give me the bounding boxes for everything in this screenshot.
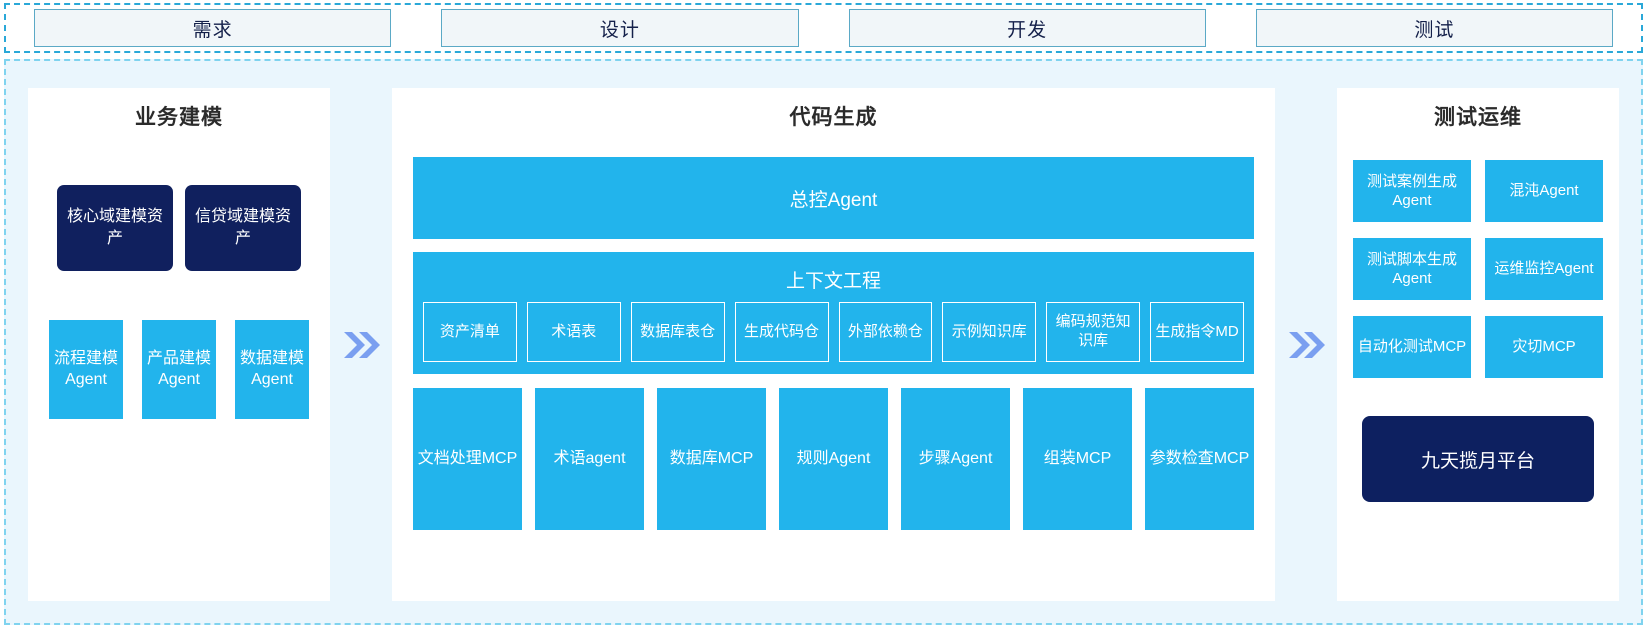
business-agent-group: 流程建模Agent 产品建模Agent 数据建模Agent — [49, 320, 309, 419]
chip-label: 资产清单 — [439, 322, 500, 340]
tool-label: 术语agent — [553, 449, 626, 467]
context-chip-glossary[interactable]: 术语表 — [526, 302, 621, 362]
cell-test-case-generation-agent[interactable]: 测试案例生成Agent — [1353, 160, 1471, 222]
chip-label: 数据库表仓 — [640, 322, 716, 340]
context-engineering-block: 上下文工程 资产清单 术语表 数据库表仓 生成代码仓 外部依赖仓 示例知识库 编… — [413, 252, 1254, 374]
cell-test-script-generation-agent[interactable]: 测试脚本生成Agent — [1353, 238, 1471, 300]
main-diagram-area: 业务建模 核心域建模资产 信贷域建模资产 流程建模Agent 产品建模Agent… — [4, 59, 1643, 625]
context-chip-example-knowledge-base[interactable]: 示例知识库 — [942, 302, 1037, 362]
asset-credit-domain[interactable]: 信贷域建模资产 — [185, 185, 301, 271]
phase-strip: 需求 设计 开发 测试 — [4, 3, 1643, 53]
agent-data-modeling[interactable]: 数据建模Agent — [235, 320, 309, 419]
panel-business-modeling: 业务建模 核心域建模资产 信贷域建模资产 流程建模Agent 产品建模Agent… — [28, 88, 330, 601]
chip-label: 外部依赖仓 — [847, 322, 923, 340]
phase-label: 需求 — [192, 19, 233, 41]
phase-box-design[interactable]: 设计 — [441, 9, 799, 47]
phase-label: 测试 — [1414, 19, 1455, 41]
master-agent-bar[interactable]: 总控Agent — [413, 157, 1254, 239]
tool-label: 步骤Agent — [918, 449, 993, 467]
phase-label: 开发 — [1007, 19, 1048, 41]
tool-label: 参数检查MCP — [1149, 449, 1250, 467]
tool-rule-agent[interactable]: 规则Agent — [779, 388, 888, 530]
master-agent-label: 总控Agent — [789, 189, 878, 211]
context-chip-coding-standard-knowledge-base[interactable]: 编码规范知识库 — [1046, 302, 1141, 362]
panel-title-test-operations: 测试运维 — [1434, 106, 1522, 129]
cell-label: 运维监控Agent — [1494, 260, 1594, 278]
tool-assembly-mcp[interactable]: 组装MCP — [1023, 388, 1132, 530]
phase-box-requirements[interactable]: 需求 — [34, 9, 392, 47]
tool-label: 组装MCP — [1043, 449, 1112, 467]
chip-label: 术语表 — [551, 322, 597, 340]
cell-label: 测试脚本生成Agent — [1366, 250, 1457, 288]
asset-label: 核心域建模资产 — [66, 208, 163, 247]
tool-glossary-agent[interactable]: 术语agent — [535, 388, 644, 530]
arrow-left-to-center — [330, 88, 392, 601]
tool-parameter-check-mcp[interactable]: 参数检查MCP — [1145, 388, 1254, 530]
context-chip-db-table-repo[interactable]: 数据库表仓 — [630, 302, 725, 362]
double-chevron-right-icon — [344, 331, 380, 358]
panel-title-code-generation: 代码生成 — [789, 106, 878, 129]
context-engineering-title: 上下文工程 — [785, 271, 881, 292]
cell-label: 灾切MCP — [1512, 338, 1576, 356]
context-chip-external-dependency-repo[interactable]: 外部依赖仓 — [838, 302, 933, 362]
agent-label: 产品建模Agent — [146, 349, 211, 388]
chip-label: 生成指令MD — [1155, 322, 1239, 340]
panel-test-operations: 测试运维 测试案例生成Agent 混沌Agent 测试脚本生成Agent 运维监… — [1337, 88, 1619, 601]
cell-disaster-switch-mcp[interactable]: 灾切MCP — [1485, 316, 1603, 378]
phase-box-testing[interactable]: 测试 — [1255, 9, 1613, 47]
context-chip-row: 资产清单 术语表 数据库表仓 生成代码仓 外部依赖仓 示例知识库 编码规范知识库… — [423, 302, 1244, 362]
asset-core-domain[interactable]: 核心域建模资产 — [57, 185, 173, 271]
tool-label: 规则Agent — [796, 449, 871, 467]
agent-label: 数据建模Agent — [239, 349, 304, 388]
agent-product-modeling[interactable]: 产品建模Agent — [142, 320, 216, 419]
phase-box-development[interactable]: 开发 — [848, 9, 1206, 47]
cell-chaos-agent[interactable]: 混沌Agent — [1485, 160, 1603, 222]
business-asset-group: 核心域建模资产 信贷域建模资产 — [57, 185, 301, 271]
context-chip-asset-list[interactable]: 资产清单 — [423, 302, 517, 362]
cell-label: 测试案例生成Agent — [1366, 172, 1457, 210]
context-chip-generation-instruction-md[interactable]: 生成指令MD — [1150, 302, 1244, 362]
arrow-center-to-right — [1275, 88, 1337, 601]
agent-label: 流程建模Agent — [53, 349, 118, 388]
chip-label: 编码规范知识库 — [1055, 313, 1131, 349]
agent-process-modeling[interactable]: 流程建模Agent — [49, 320, 123, 419]
chip-label: 生成代码仓 — [744, 322, 820, 340]
cell-operations-monitoring-agent[interactable]: 运维监控Agent — [1485, 238, 1603, 300]
tool-label: 数据库MCP — [669, 449, 754, 467]
tool-step-agent[interactable]: 步骤Agent — [901, 388, 1010, 530]
tool-card-row: 文档处理MCP 术语agent 数据库MCP 规则Agent 步骤Agent 组… — [413, 388, 1254, 530]
chip-label: 示例知识库 — [951, 322, 1027, 340]
tool-database-mcp[interactable]: 数据库MCP — [657, 388, 766, 530]
asset-label: 信贷域建模资产 — [194, 208, 291, 247]
phase-label: 设计 — [599, 19, 640, 41]
cell-label: 自动化测试MCP — [1357, 338, 1467, 356]
panel-code-generation: 代码生成 总控Agent 上下文工程 资产清单 术语表 数据库表仓 生成代码仓 … — [392, 88, 1275, 601]
double-chevron-right-icon — [1289, 331, 1325, 358]
cell-automated-test-mcp[interactable]: 自动化测试MCP — [1353, 316, 1471, 378]
tool-label: 文档处理MCP — [417, 449, 518, 467]
test-operations-grid: 测试案例生成Agent 混沌Agent 测试脚本生成Agent 运维监控Agen… — [1353, 160, 1603, 378]
tool-document-processing-mcp[interactable]: 文档处理MCP — [413, 388, 522, 530]
panel-title-business-modeling: 业务建模 — [135, 106, 223, 129]
platform-card-jiutian[interactable]: 九天揽月平台 — [1362, 416, 1594, 502]
code-generation-body: 总控Agent 上下文工程 资产清单 术语表 数据库表仓 生成代码仓 外部依赖仓… — [392, 141, 1275, 530]
cell-label: 混沌Agent — [1509, 182, 1579, 200]
context-chip-generated-code-repo[interactable]: 生成代码仓 — [734, 302, 829, 362]
platform-label: 九天揽月平台 — [1420, 450, 1535, 472]
